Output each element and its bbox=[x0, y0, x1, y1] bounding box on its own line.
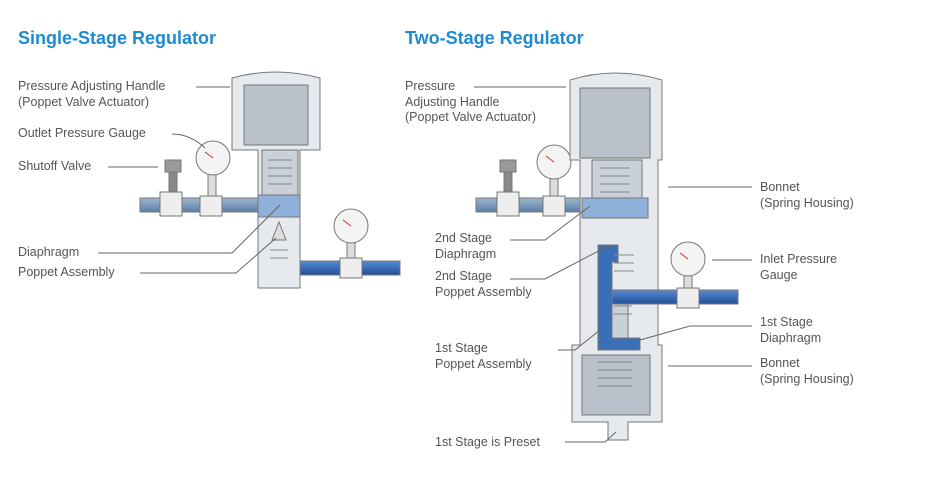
label-line: (Poppet Valve Actuator) bbox=[405, 110, 537, 124]
label-line: Inlet Pressure bbox=[760, 252, 838, 266]
label-line: 2nd Stage bbox=[435, 231, 492, 245]
label-poppet-assembly: Poppet Assembly bbox=[18, 265, 115, 279]
label-line: Adjusting Handle bbox=[405, 94, 500, 109]
two-stage-regulator bbox=[475, 72, 739, 441]
label-line: Gauge bbox=[760, 267, 798, 282]
label-line: Bonnet bbox=[760, 356, 800, 370]
label-outlet-pressure-gauge: Outlet Pressure Gauge bbox=[18, 126, 146, 140]
single-stage-title: Single-Stage Regulator bbox=[18, 28, 217, 48]
single-stage-regulator bbox=[139, 71, 401, 289]
label-line: Diaphragm bbox=[760, 330, 822, 345]
label-line: Poppet Assembly bbox=[435, 284, 532, 299]
label-pressure-adjusting-handle: Pressure Adjusting Handle(Poppet Valve A… bbox=[18, 79, 165, 110]
label-line: Bonnet bbox=[760, 180, 800, 194]
label-line: Pressure Adjusting Handle bbox=[18, 79, 166, 93]
leader-lines bbox=[98, 86, 752, 443]
label-line: 1st Stage bbox=[760, 315, 813, 329]
label-diaphragm: Diaphragm bbox=[18, 245, 80, 259]
label-line: Poppet Assembly bbox=[435, 356, 532, 371]
label-line: (Spring Housing) bbox=[760, 195, 854, 210]
label-line: 1st Stage bbox=[435, 341, 488, 355]
label-line: (Spring Housing) bbox=[760, 371, 854, 386]
label-line: Diaphragm bbox=[435, 246, 497, 261]
label-shutoff-valve: Shutoff Valve bbox=[18, 159, 92, 173]
label-line: (Poppet Valve Actuator) bbox=[18, 94, 150, 109]
label-line: Pressure bbox=[405, 79, 456, 93]
label-bonnet-upper: Bonnet(Spring Housing) bbox=[760, 180, 854, 211]
label-1st-stage-preset: 1st Stage is Preset bbox=[435, 435, 540, 449]
label-line: 2nd Stage bbox=[435, 269, 492, 283]
label-bonnet-lower: Bonnet(Spring Housing) bbox=[760, 356, 854, 387]
two-stage-title: Two-Stage Regulator bbox=[405, 28, 584, 48]
